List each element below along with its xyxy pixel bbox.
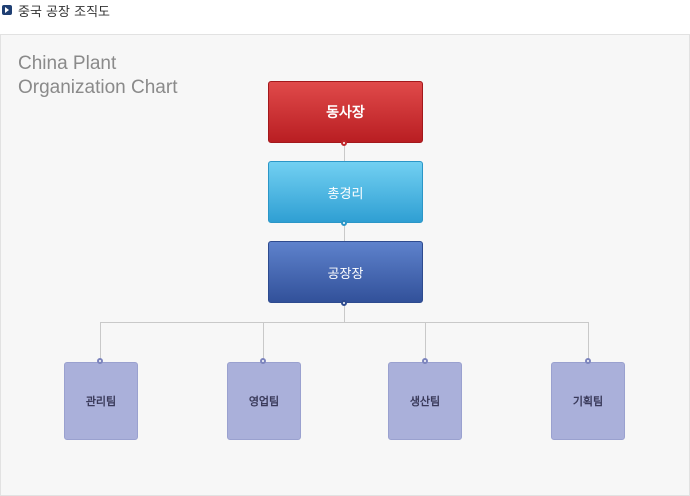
connector-gm-pm [344,223,345,241]
node-plant-manager-dot [341,300,347,306]
node-general-manager: 총경리 [268,161,423,223]
node-general-manager-dot [341,220,347,226]
node-team-management: 관리팀 [64,362,138,440]
node-team-sales-dot [260,358,266,364]
page-header: 중국 공장 조직도 [0,0,690,28]
node-team-management-dot [97,358,103,364]
chart-title: China Plant Organization Chart [18,52,238,100]
page-title: 중국 공장 조직도 [18,5,110,20]
connector-team-2 [263,322,264,362]
node-executive-dot [341,140,347,146]
node-plant-manager: 공장장 [268,241,423,303]
node-team-planning-dot [585,358,591,364]
connector-team-4 [588,322,589,362]
connector-team-1 [100,322,101,362]
node-team-production: 생산팀 [388,362,462,440]
chart-title-line-1: China Plant [18,53,117,74]
chart-title-line-2: Organization Chart [18,77,178,98]
node-team-planning: 기획팀 [551,362,625,440]
node-team-production-dot [422,358,428,364]
connector-exec-gm [344,143,345,161]
connector-pm-bus [344,303,345,323]
bullet-arrow-icon [2,5,12,15]
node-team-sales: 영업팀 [227,362,301,440]
node-executive: 동사장 [268,81,423,143]
connector-team-3 [425,322,426,362]
connector-bus [100,322,588,323]
